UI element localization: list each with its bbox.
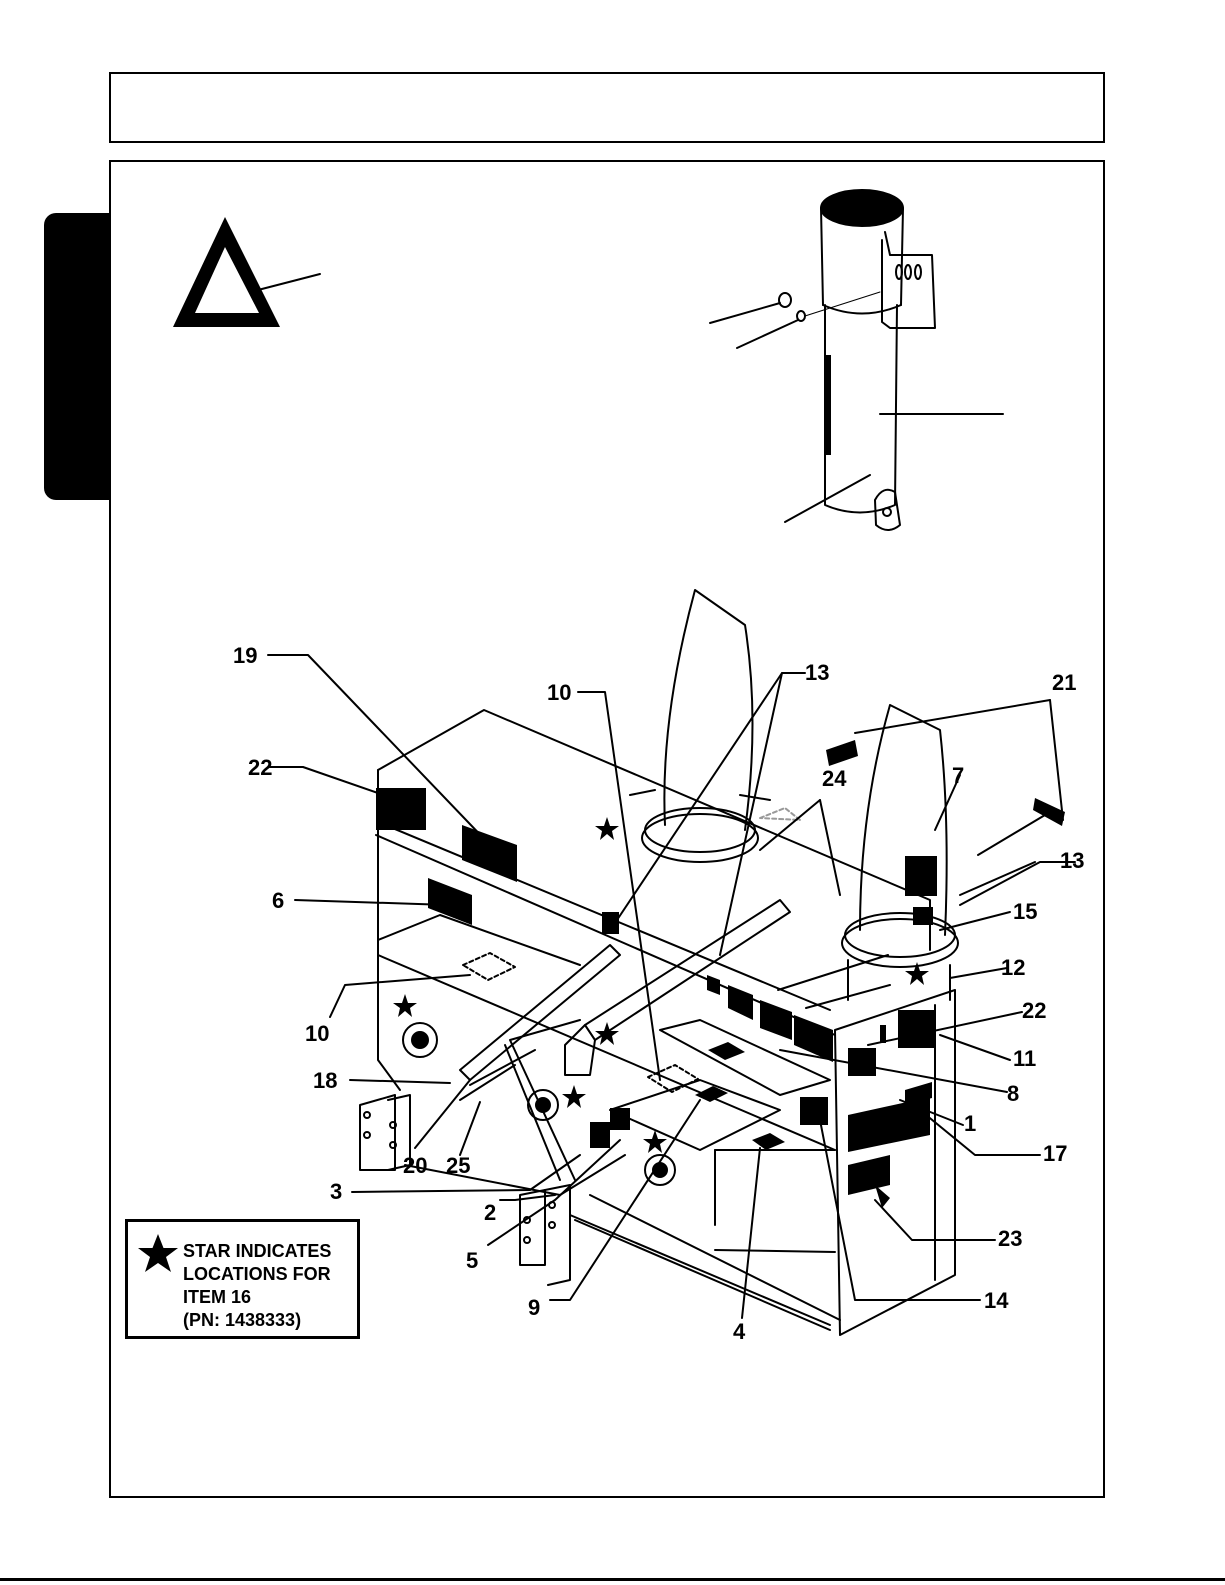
callout-10: 10 [305,1023,329,1045]
callout-10-top: 10 [547,682,571,704]
callout-23: 23 [998,1228,1022,1250]
callout-7: 7 [952,765,964,787]
callout-13: 13 [805,662,829,684]
smv-mount-tube [710,190,1003,530]
callout-17: 17 [1043,1143,1067,1165]
arrow-head [875,1185,890,1208]
callout-13-right: 13 [1060,850,1084,872]
callout-2: 2 [484,1202,496,1224]
callout-24: 24 [822,768,846,790]
callout-11: 11 [1013,1048,1036,1070]
callout-5: 5 [466,1250,478,1272]
decal-blocks [376,740,1065,1195]
legend-text: STAR INDICATES LOCATIONS FOR ITEM 16 (PN… [183,1240,331,1332]
snow-blower-body [360,590,958,1335]
callout-22-right: 22 [1022,1000,1046,1022]
callout-25: 25 [446,1155,470,1177]
legend-line-4: (PN: 1438333) [183,1309,331,1332]
star-legend-box: STAR INDICATES LOCATIONS FOR ITEM 16 (PN… [125,1219,360,1339]
callout-1: 1 [964,1113,976,1135]
callout-14: 14 [984,1290,1008,1312]
callout-22: 22 [248,757,272,779]
callout-15: 15 [1013,901,1037,923]
legend-line-2: LOCATIONS FOR [183,1263,331,1286]
callout-9: 9 [528,1297,540,1319]
callout-21: 21 [1052,672,1076,694]
callout-6: 6 [272,890,284,912]
callout-3: 3 [330,1181,342,1203]
callout-19: 19 [233,645,257,667]
callout-18: 18 [313,1070,337,1092]
star-icon [136,1232,180,1276]
legend-line-3: ITEM 16 [183,1286,331,1309]
callout-20: 20 [403,1155,427,1177]
callout-leaders [268,655,1075,1318]
callout-8: 8 [1007,1083,1019,1105]
callout-4: 4 [733,1321,745,1343]
legend-line-1: STAR INDICATES [183,1240,331,1263]
callout-12: 12 [1001,957,1025,979]
slow-moving-vehicle-triangle-icon [173,217,320,327]
